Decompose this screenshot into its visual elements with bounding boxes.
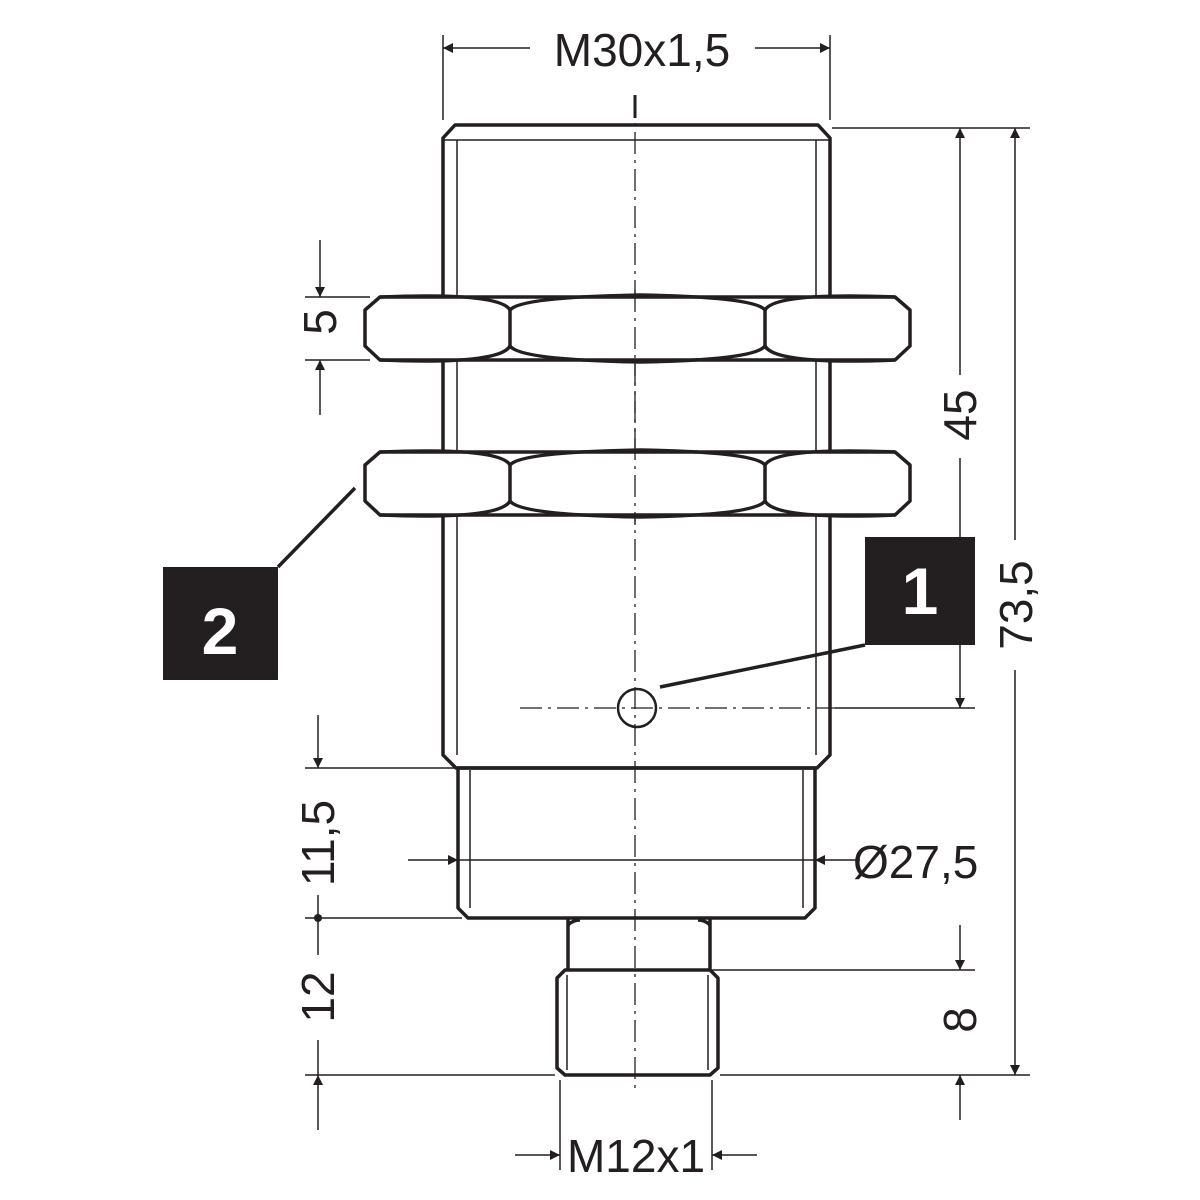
svg-text:45: 45 (934, 389, 986, 440)
dim-73-5: 73,5 (720, 128, 1042, 1076)
m12-connector (555, 918, 720, 1077)
mounting-nut-lower (363, 448, 912, 519)
svg-text:M30x1,5: M30x1,5 (554, 24, 730, 76)
svg-text:5: 5 (294, 309, 346, 335)
lower-housing (456, 766, 817, 920)
svg-text:8: 8 (934, 1007, 986, 1033)
svg-text:M12x1: M12x1 (567, 1130, 705, 1182)
callout-1-label: 1 (902, 554, 939, 628)
callout-2-leader (276, 486, 357, 569)
callout-2-box (163, 567, 278, 680)
dim-45: 45 (832, 127, 1030, 709)
dim-12: 12 (292, 918, 555, 1130)
svg-text:12: 12 (292, 971, 344, 1022)
led-indicator (616, 687, 658, 729)
mounting-nut-upper (363, 293, 912, 364)
svg-text:11,5: 11,5 (292, 800, 344, 886)
dim-thread-main: M30x1,5 (442, 24, 831, 120)
svg-text:73,5: 73,5 (990, 560, 1042, 650)
callout-1-leader (659, 643, 866, 689)
dim-5: 5 (294, 240, 370, 415)
callout-1-box (865, 537, 975, 645)
threaded-body (441, 123, 832, 770)
dim-8: 8 (712, 925, 986, 1120)
dim-connector-thread: M12x1 (515, 1080, 757, 1182)
svg-text:Ø27,5: Ø27,5 (853, 836, 978, 888)
callout-2-label: 2 (202, 594, 239, 668)
dim-11-5: 11,5 (292, 715, 462, 922)
dim-diameter: Ø27,5 (408, 836, 978, 888)
